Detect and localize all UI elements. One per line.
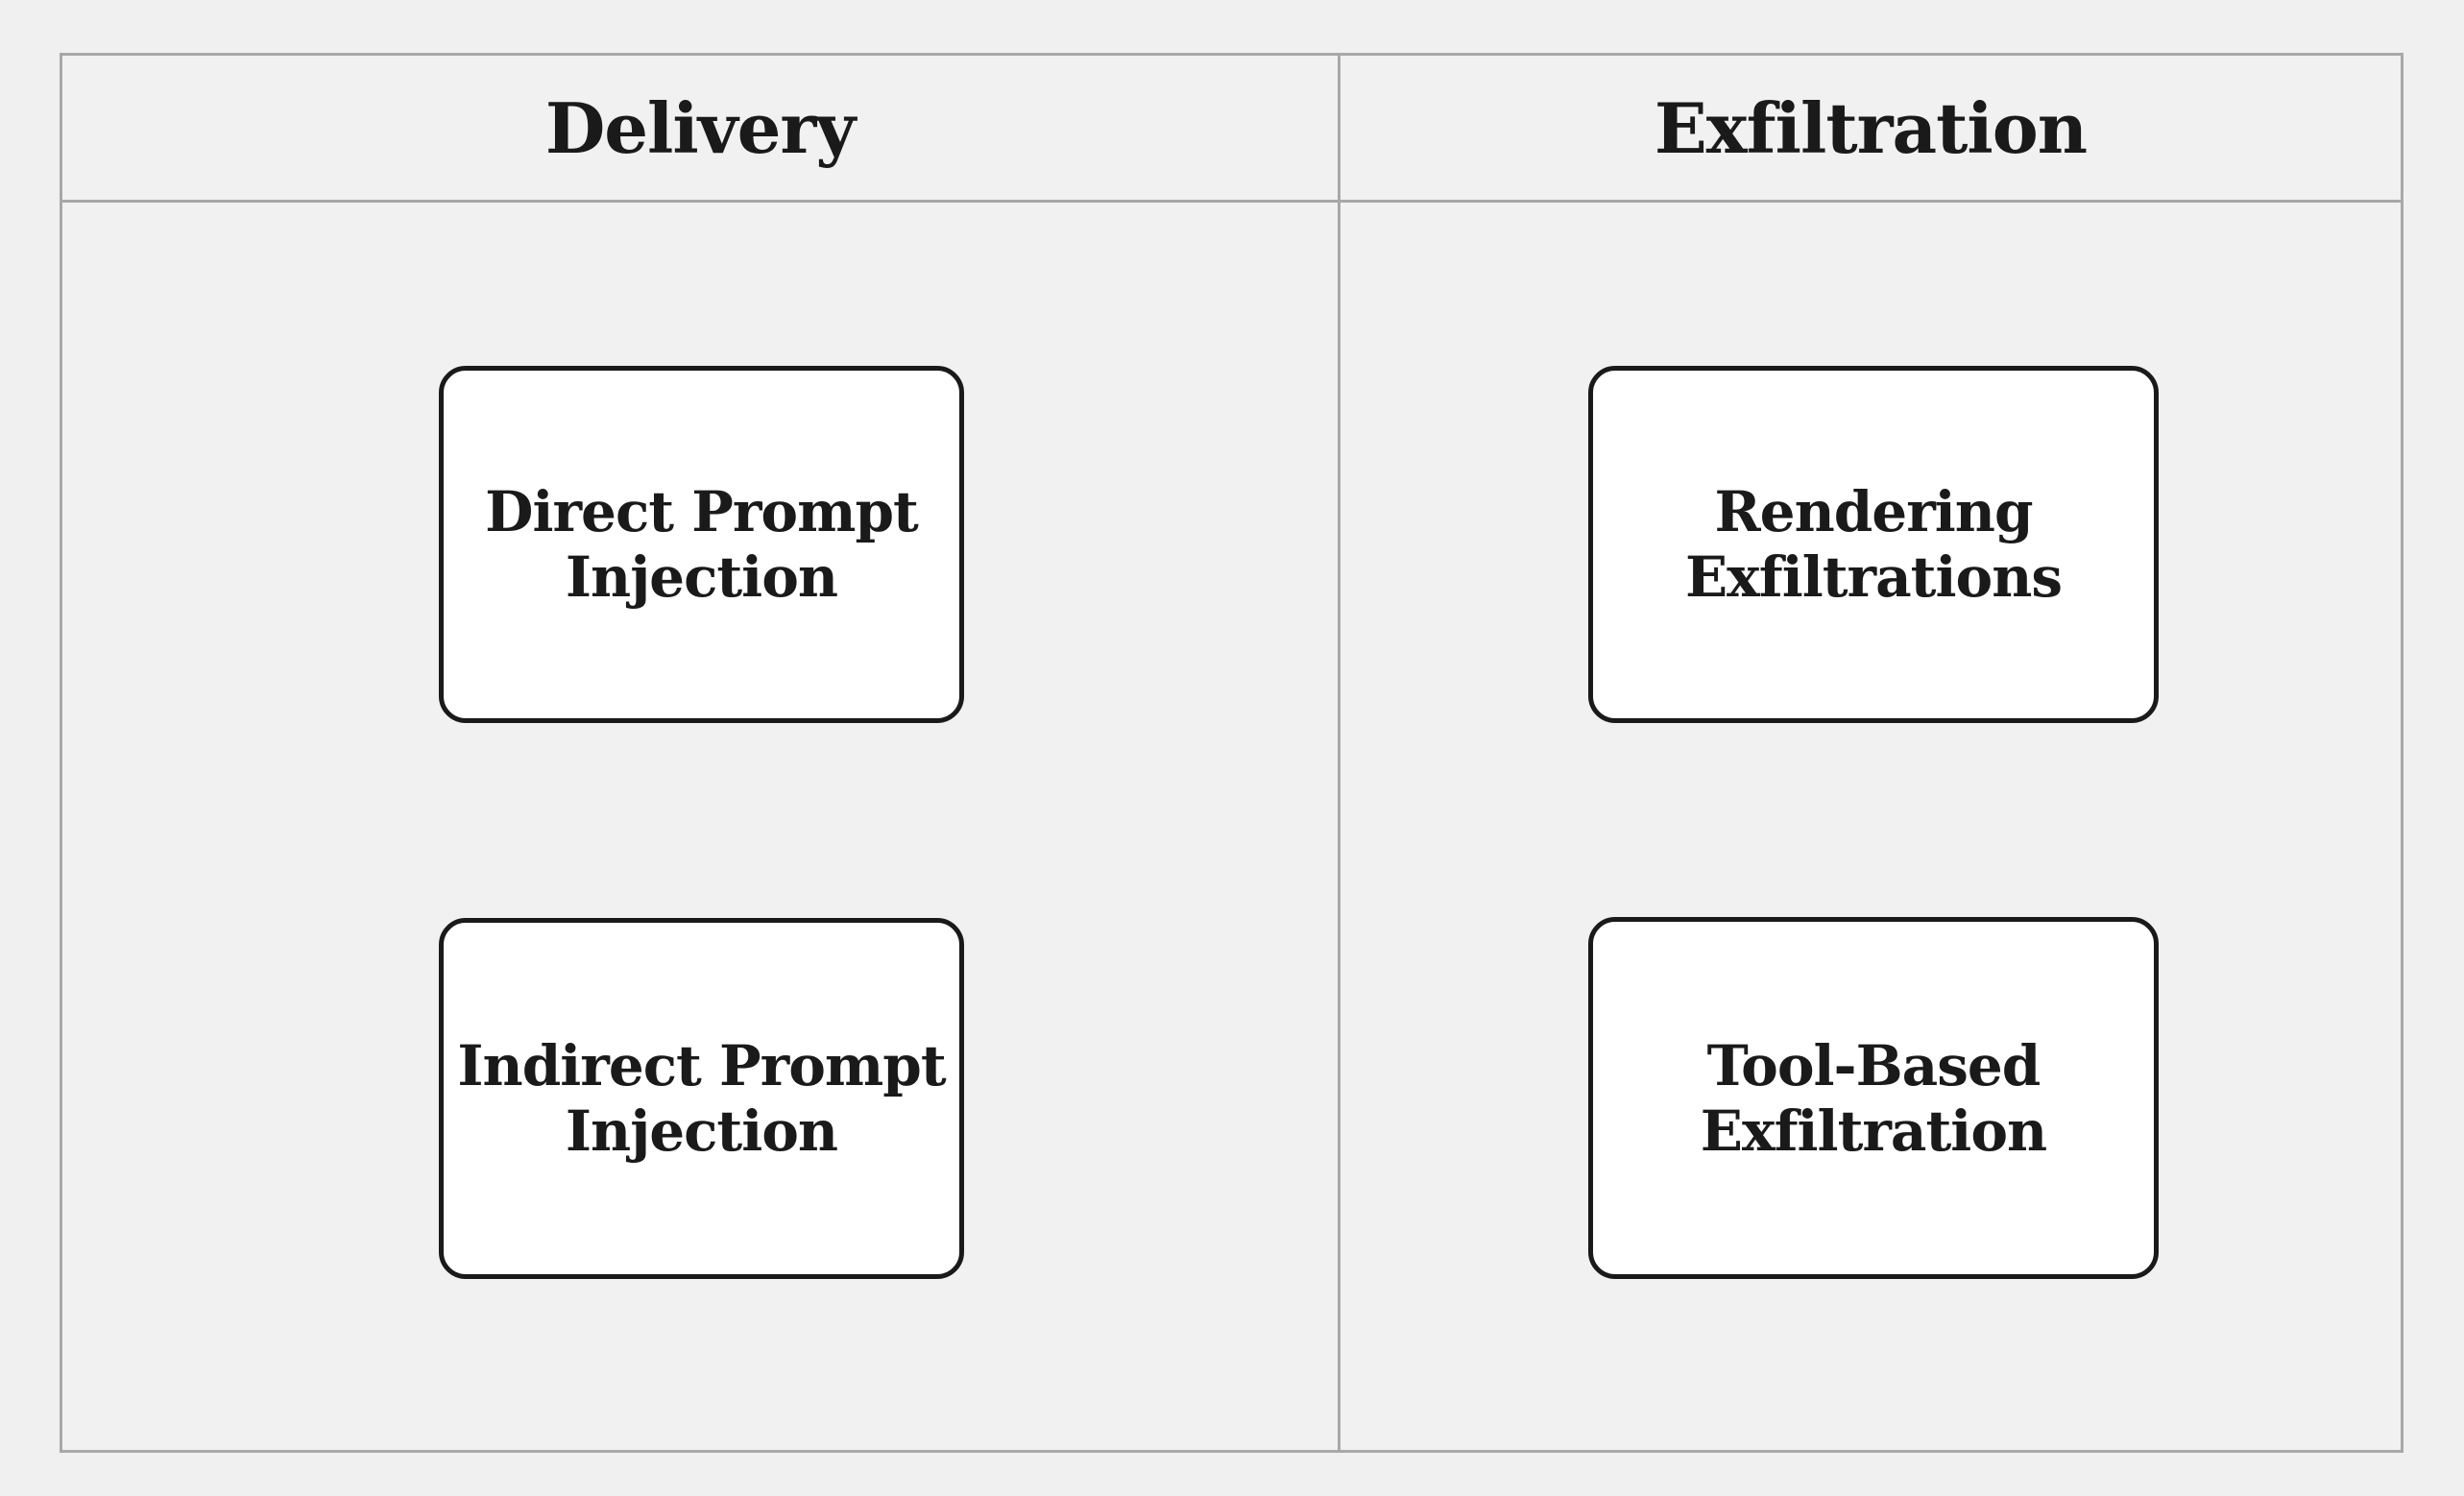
column-header-exfiltration: Exfiltration (1654, 86, 2088, 169)
node-rendering-exfiltrations: Rendering Exfiltrations (1588, 366, 2159, 723)
node-tool-based-exfiltration-label: Tool-Based Exfiltration (1700, 1032, 2047, 1164)
column-header-cell-delivery: Delivery (62, 56, 1338, 200)
node-label-line: Indirect Prompt (457, 1033, 946, 1098)
node-label-line: Exfiltration (1700, 1098, 2047, 1164)
column-header-delivery: Delivery (544, 86, 856, 169)
node-label-line: Injection (565, 544, 838, 610)
node-label-line: Direct Prompt (485, 479, 919, 544)
node-indirect-prompt-injection: Indirect Prompt Injection (439, 918, 964, 1279)
node-label-line: Injection (565, 1098, 838, 1164)
node-direct-prompt-injection-label: Direct Prompt Injection (485, 479, 919, 610)
node-indirect-prompt-injection-label: Indirect Prompt Injection (457, 1033, 946, 1164)
node-label-line: Exfiltrations (1684, 544, 2063, 610)
node-label-line: Rendering (1714, 479, 2033, 544)
node-tool-based-exfiltration: Tool-Based Exfiltration (1588, 917, 2159, 1279)
node-rendering-exfiltrations-label: Rendering Exfiltrations (1684, 479, 2063, 610)
node-direct-prompt-injection: Direct Prompt Injection (439, 366, 964, 723)
node-label-line: Tool-Based (1706, 1032, 2041, 1098)
column-header-cell-exfiltration: Exfiltration (1341, 56, 2401, 200)
